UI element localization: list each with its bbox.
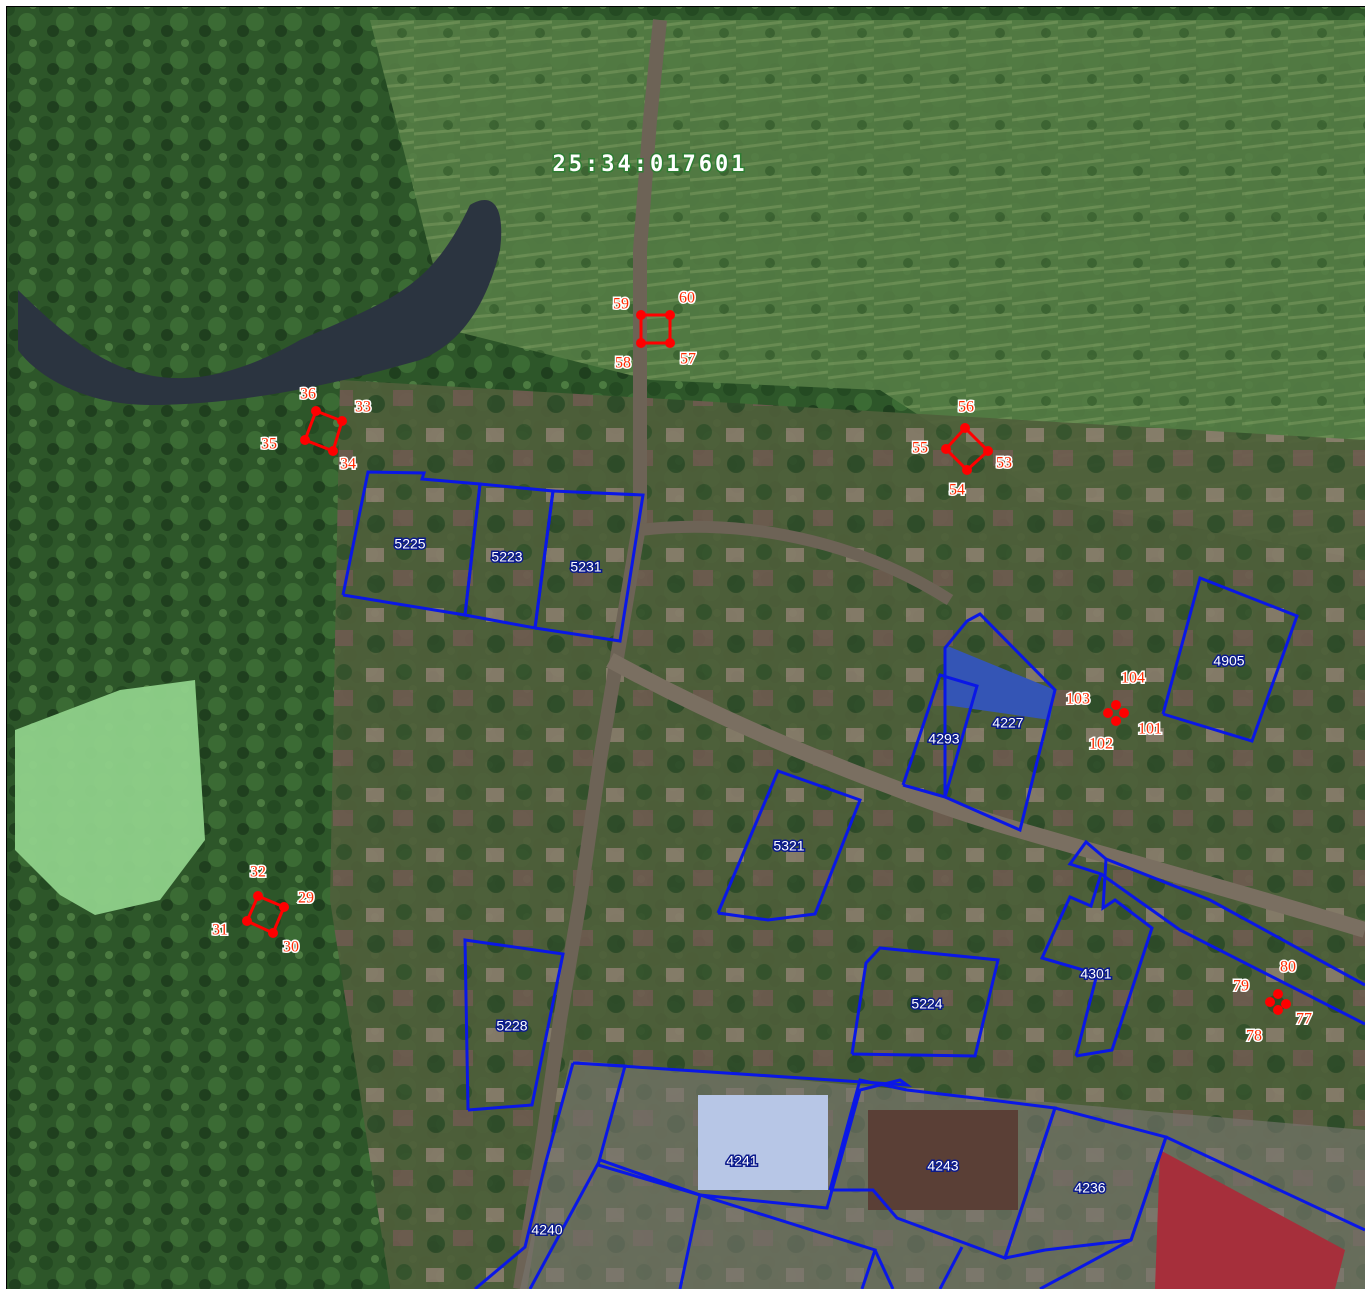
marker-label-103: 103: [1066, 691, 1090, 708]
red-roof-building: [1155, 1150, 1345, 1289]
marker-label-101: 101: [1138, 721, 1162, 738]
marker-label-32: 32: [250, 864, 266, 881]
parcel-label-4301: 4301: [1080, 966, 1111, 982]
marker-label-77: 77: [1296, 1011, 1312, 1028]
marker-label-79: 79: [1233, 978, 1249, 995]
marker-group-m2[interactable]: 36 33 35 34: [260, 384, 373, 474]
parcel-label-4243: 4243: [927, 1158, 958, 1174]
parcel-label-5231: 5231: [570, 559, 601, 575]
parcel-5321[interactable]: [716, 769, 862, 922]
parcel-5228[interactable]: [463, 938, 565, 1112]
parcel-boundary-lower-center-2: [873, 1249, 895, 1289]
parcel-label-4905: 4905: [1213, 653, 1244, 669]
brown-roof-building: [868, 1110, 1018, 1210]
parcel-label-4236: 4236: [1074, 1180, 1105, 1196]
marker-label-35: 35: [261, 436, 277, 453]
parcel-label-5225: 5225: [394, 536, 425, 552]
parcel-4301[interactable]: [1039, 839, 1154, 1058]
parcel-label-5224: 5224: [911, 996, 942, 1012]
parcel-label-4227: 4227: [992, 715, 1023, 731]
parcel-boundary-lower-right: [1165, 1135, 1365, 1232]
marker-group-m1[interactable]: 59 60 58 57: [612, 288, 698, 373]
marker-group-m4[interactable]: 104 103 101 102: [1065, 668, 1164, 754]
algae-pond: [15, 680, 205, 915]
marker-label-36: 36: [300, 386, 316, 403]
map-imagery: [7, 7, 1365, 1289]
marker-label-102: 102: [1089, 736, 1113, 753]
marker-label-31: 31: [212, 922, 228, 939]
lake: [18, 200, 502, 405]
marker-label-54: 54: [949, 482, 965, 499]
cadastral-quarter-label: 25:34:017601: [553, 152, 748, 177]
parcel-boundaries: [341, 470, 1365, 1289]
marker-group-m3[interactable]: 56 55 53 54: [911, 397, 1014, 500]
marker-label-78: 78: [1246, 1028, 1262, 1045]
marker-label-53: 53: [996, 455, 1012, 472]
parcel-label-4293: 4293: [928, 731, 959, 747]
parcel-boundary-street-east: [1100, 872, 1365, 1026]
boundary-markers: 59 60 58 57 36 33 35 34 56 55 53 54: [211, 288, 1314, 1046]
parcel-5231[interactable]: [533, 489, 645, 643]
warehouse-roof: [698, 1095, 828, 1190]
marker-group-m5[interactable]: 32 29 31 30: [211, 862, 316, 957]
village-street: [606, 652, 1365, 938]
parcel-label-5223: 5223: [491, 549, 522, 565]
map-frame: [6, 6, 1365, 1289]
marker-label-33: 33: [355, 399, 371, 416]
parcel-5224[interactable]: [850, 946, 1000, 1058]
parcel-label-5321: 5321: [773, 838, 804, 854]
marker-label-104: 104: [1121, 670, 1145, 687]
parcel-boundary-street-east-2: [1105, 857, 1365, 987]
marker-group-m6[interactable]: 80 79 77 78: [1232, 957, 1314, 1046]
parcel-label-5228: 5228: [496, 1018, 527, 1034]
parcel-labels: 5225 5223 5231 4905 4293 4227 5321 5228 …: [393, 534, 1246, 1239]
marker-label-55: 55: [912, 440, 928, 457]
parcel-4240[interactable]: [474, 1062, 575, 1289]
parcel-label-4241: 4241: [726, 1153, 757, 1169]
meadow-area: [370, 20, 1365, 560]
parcel-4293[interactable]: [901, 673, 979, 799]
parcel-boundary-lower-far-right: [1039, 1136, 1168, 1289]
upper-street: [639, 520, 954, 606]
marker-label-56: 56: [958, 399, 974, 416]
parcel-4905[interactable]: [1161, 575, 1299, 743]
marker-label-57: 57: [680, 351, 696, 368]
parcel-label-4240: 4240: [531, 1222, 562, 1238]
parcel-4227[interactable]: [943, 612, 1057, 833]
marker-label-29: 29: [298, 890, 314, 907]
parcel-4241[interactable]: [572, 1061, 913, 1210]
parcel-boundary-lower-mid: [938, 1246, 964, 1289]
marker-label-34: 34: [340, 456, 356, 473]
marker-label-60: 60: [679, 290, 695, 307]
parcel-boundary-lower-industrial: [528, 1158, 702, 1289]
marker-label-58: 58: [615, 355, 631, 372]
marker-label-59: 59: [613, 296, 629, 313]
marker-label-30: 30: [283, 939, 299, 956]
marker-label-80: 80: [1280, 959, 1296, 976]
